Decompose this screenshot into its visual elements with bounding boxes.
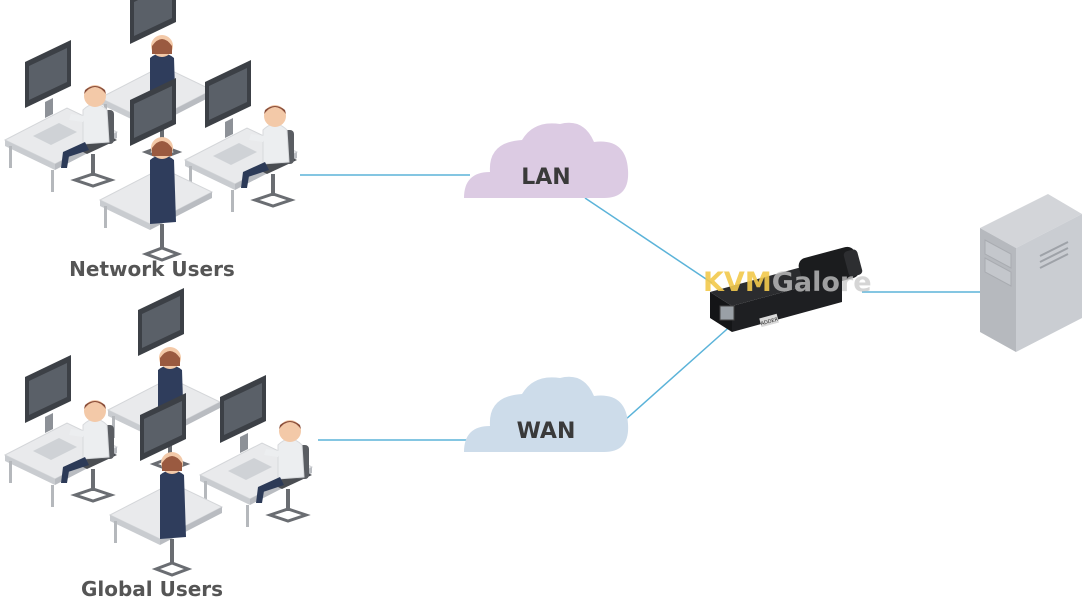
- workstation: [3, 353, 119, 509]
- lan-label: LAN: [521, 165, 570, 190]
- lan-cloud: LAN: [464, 122, 629, 198]
- server-icon: [980, 194, 1082, 352]
- connection-lines: [300, 174, 982, 441]
- watermark: KVMGalore: [703, 267, 872, 298]
- watermark-galore: Galore: [772, 267, 872, 298]
- workstation: [3, 38, 119, 194]
- network-users-group: Network Users: [3, 0, 299, 281]
- global-users-group: Global Users: [3, 286, 314, 600]
- device-badge-text: ADDER: [760, 317, 779, 328]
- wan-cloud: WAN: [464, 376, 629, 452]
- device-badge: [759, 313, 779, 328]
- network-users-label: Network Users: [69, 257, 235, 281]
- watermark-kvm: KVM: [703, 267, 772, 298]
- kvm-ip-device: ADDER: [710, 246, 863, 332]
- ethernet-port: [719, 305, 735, 321]
- global-users-label: Global Users: [81, 577, 223, 600]
- link-lan-device: [584, 197, 713, 284]
- wan-label: WAN: [517, 419, 576, 444]
- link-wan-device: [624, 321, 736, 421]
- svg-text:KVMGalore: KVMGalore: [703, 267, 872, 298]
